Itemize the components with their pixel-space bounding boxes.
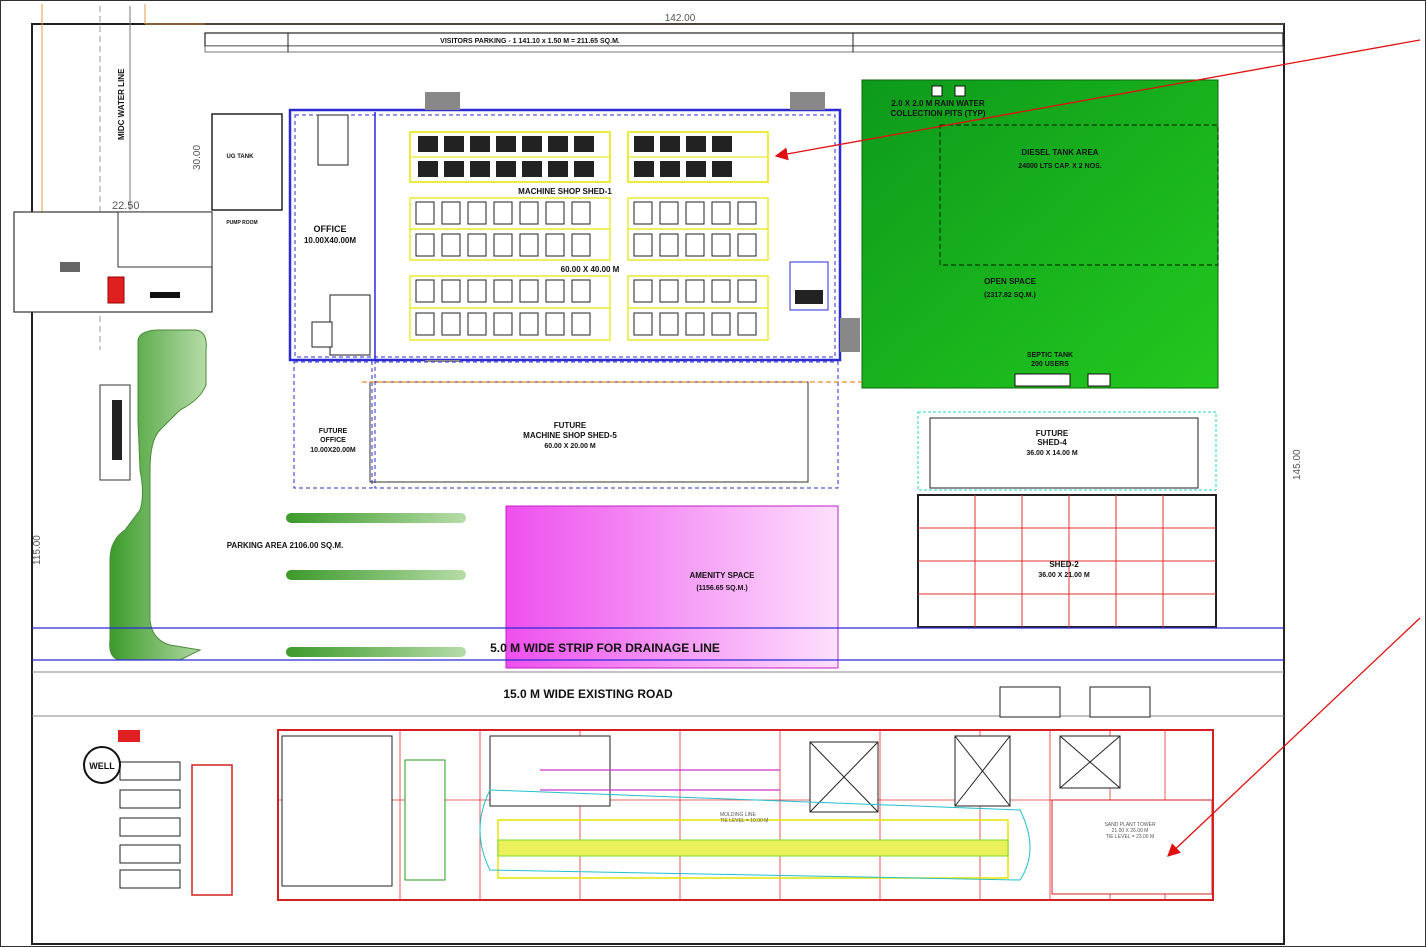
office-label-line1: OFFICE — [314, 224, 347, 234]
machine-zone-top-left — [409, 131, 611, 183]
svg-text:FUTURE: FUTURE — [319, 428, 348, 435]
visitors-parking-strip — [204, 32, 1284, 47]
pump-room-label: PUMP ROOM — [226, 220, 257, 226]
drainage-strip-label: 5.0 M WIDE STRIP FOR DRAINAGE LINE — [490, 641, 720, 655]
open-space-label-line2: (2317.82 SQ.M.) — [984, 292, 1036, 299]
parking-area-label: PARKING AREA 2106.00 SQ.M. — [227, 541, 344, 550]
future-shed-4 — [917, 411, 1217, 491]
ug-tank — [211, 113, 283, 211]
svg-text:36.00 X 21.00 M: 36.00 X 21.00 M — [1038, 572, 1090, 579]
septic-label-line1: SEPTIC TANK — [1027, 352, 1073, 359]
future-office — [293, 361, 373, 489]
office-label-line2: 10.00X40.00M — [304, 236, 356, 245]
left-dimension-c: 115.00 — [32, 535, 43, 565]
callout-arrow-bottom — [1167, 617, 1421, 857]
svg-text:MACHINE SHOP SHED-5: MACHINE SHOP SHED-5 — [523, 431, 617, 440]
diesel-tank-area — [939, 124, 1219, 266]
svg-text:36.00 X 14.00 M: 36.00 X 14.00 M — [1026, 450, 1078, 457]
green-open-space — [861, 79, 1219, 389]
callout-arrow-top — [774, 39, 1421, 161]
left-dimension-b: 22.50 — [112, 200, 140, 212]
svg-text:60.00 X 20.00 M: 60.00 X 20.00 M — [544, 443, 596, 450]
svg-text:UG TANK: UG TANK — [227, 154, 255, 160]
midc-water-line-label: MIDC WATER LINE — [117, 68, 126, 140]
svg-text:SAND PLANT TOWER: SAND PLANT TOWER — [1104, 822, 1156, 828]
well — [83, 746, 121, 784]
svg-text:10.00X20.00M: 10.00X20.00M — [310, 447, 356, 454]
red-room — [107, 276, 125, 304]
sand-plant-tower — [1051, 799, 1213, 895]
right-dimension: 145.00 — [1292, 449, 1303, 480]
machine-shop-label: MACHINE SHOP SHED-1 — [518, 187, 612, 196]
amenity-space — [505, 505, 839, 669]
diesel-label-line1: DIESEL TANK AREA — [1021, 148, 1098, 157]
parking-strip-2 — [286, 570, 466, 580]
existing-road-label: 15.0 M WIDE EXISTING ROAD — [503, 687, 673, 701]
visitors-parking-label: VISITORS PARKING - 1 141.10 x 1.50 M = 2… — [440, 38, 620, 45]
rain-water-label-line2: COLLECTION PITS (TYP) — [890, 109, 985, 118]
septic-label-line2: 200 USERS — [1031, 361, 1069, 368]
svg-text:OFFICE: OFFICE — [320, 437, 346, 444]
svg-text:AMENITY SPACE: AMENITY SPACE — [689, 571, 755, 580]
green-landscape-strip — [109, 329, 207, 661]
septic-tank — [1014, 373, 1071, 387]
machine-shop-dim-label: 60.00 X 40.00 M — [561, 265, 620, 274]
svg-text:WELL: WELL — [89, 761, 115, 771]
svg-text:(1156.65 SQ.M.): (1156.65 SQ.M.) — [696, 585, 747, 592]
svg-text:FUTURE: FUTURE — [554, 421, 587, 430]
diesel-label-line2: 24000 LTS CAP. X 2 NOS. — [1018, 163, 1101, 170]
machine-zone-bottom — [409, 275, 769, 341]
moulding-line-label-1: MOLDING LINE — [720, 812, 757, 818]
svg-text:21.00 X 26.00 M: 21.00 X 26.00 M — [1112, 828, 1149, 834]
svg-text:TIE LEVEL = 23.00 M: TIE LEVEL = 23.00 M — [1106, 834, 1154, 840]
open-space-label-line1: OPEN SPACE — [984, 277, 1037, 286]
moulding-line-label-2: TIE LEVEL = 10.00 M — [720, 818, 768, 824]
svg-text:SHED-4: SHED-4 — [1037, 438, 1067, 447]
left-dimension-a: 30.00 — [192, 145, 203, 170]
future-machine-shop-shed-5 — [374, 361, 839, 489]
parking-strip-3 — [286, 647, 466, 657]
machine-zone-top-right — [627, 131, 769, 183]
parking-strip-1 — [286, 513, 466, 523]
machine-zone-middle — [409, 197, 769, 261]
svg-text:SHED-2: SHED-2 — [1049, 560, 1079, 569]
top-dimension: 142.00 — [665, 13, 696, 24]
rain-water-label-line1: 2.0 X 2.0 M RAIN WATER — [891, 99, 984, 108]
svg-text:FUTURE: FUTURE — [1036, 429, 1069, 438]
